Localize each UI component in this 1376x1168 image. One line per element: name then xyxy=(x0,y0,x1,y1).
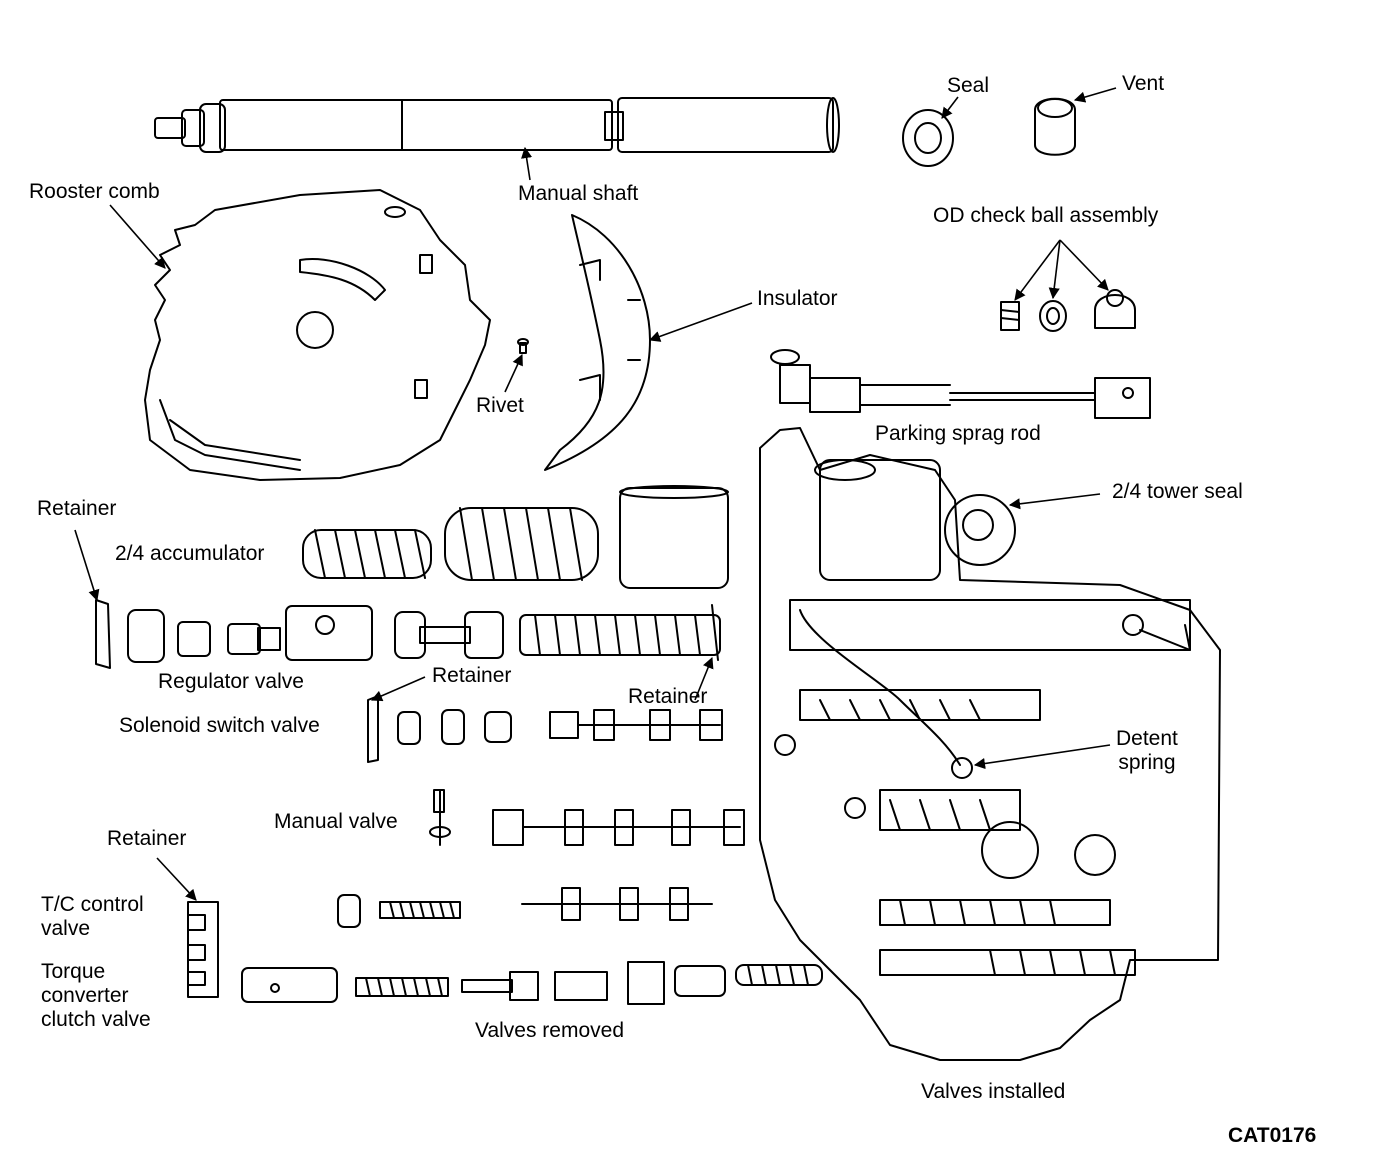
label-regulator-valve: Regulator valve xyxy=(158,670,304,693)
torque-converter-clutch-valve-part xyxy=(241,961,823,1005)
rooster-comb-part xyxy=(144,189,491,481)
tc-control-valve-part xyxy=(187,887,713,998)
od-check-ball-assembly-part xyxy=(1000,289,1136,332)
manual-valve-part xyxy=(429,789,745,846)
vent-part xyxy=(1034,97,1076,156)
label-retainer-3: Retainer xyxy=(628,685,707,708)
label-manual-valve: Manual valve xyxy=(274,810,398,833)
parking-sprag-rod-part xyxy=(770,349,1151,419)
label-parking-sprag-rod: Parking sprag rod xyxy=(875,422,1041,445)
label-retainer-1: Retainer xyxy=(37,497,116,520)
label-torque-converter-clutch-valve: Torque converter clutch valve xyxy=(41,960,151,1031)
label-vent: Vent xyxy=(1122,72,1164,95)
label-valves-installed: Valves installed xyxy=(921,1080,1065,1103)
valve-body-part xyxy=(759,427,1221,1061)
label-retainer-4: Retainer xyxy=(107,827,186,850)
label-rivet: Rivet xyxy=(476,394,524,417)
label-rooster-comb: Rooster comb xyxy=(29,180,160,203)
label-2-4-tower-seal: 2/4 tower seal xyxy=(1112,480,1243,503)
regulator-valve-part xyxy=(95,599,721,669)
accumulator-part xyxy=(302,485,729,589)
label-manual-shaft: Manual shaft xyxy=(518,182,638,205)
label-2-4-accumulator: 2/4 accumulator xyxy=(115,542,264,565)
label-tc-control-valve: T/C control valve xyxy=(41,893,144,940)
label-retainer-2: Retainer xyxy=(432,664,511,687)
insulator-part xyxy=(544,214,651,471)
label-solenoid-switch-valve: Solenoid switch valve xyxy=(119,714,320,737)
solenoid-switch-valve-part xyxy=(367,695,723,763)
rivet-part xyxy=(517,338,529,354)
label-insulator: Insulator xyxy=(757,287,838,310)
manual-shaft-part xyxy=(154,97,840,153)
label-detent-spring: Detent spring xyxy=(1116,727,1178,774)
label-seal: Seal xyxy=(947,74,989,97)
seal-part xyxy=(902,109,954,167)
label-valves-removed: Valves removed xyxy=(475,1019,624,1042)
figure-code: CAT0176 xyxy=(1228,1124,1316,1147)
label-od-check-ball-assembly: OD check ball assembly xyxy=(933,204,1159,227)
